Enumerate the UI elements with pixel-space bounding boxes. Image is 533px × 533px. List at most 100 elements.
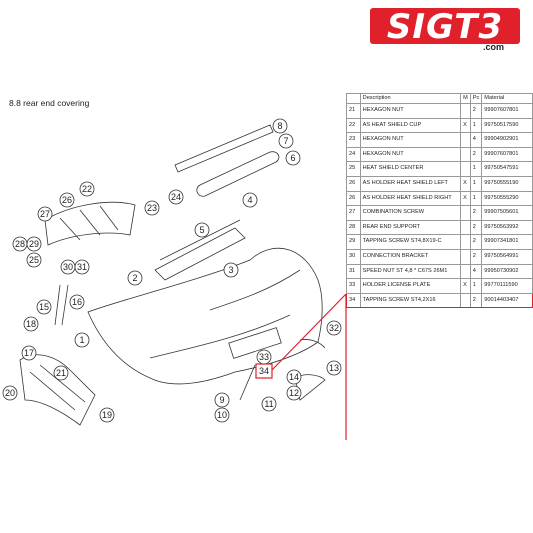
row-m: [460, 292, 471, 309]
callout-31[interactable]: [74, 259, 90, 275]
row-description: AS HEAT SHIELD CUP: [359, 117, 462, 134]
callout-9[interactable]: [214, 392, 230, 408]
callout-label-23: 23: [147, 203, 157, 213]
callout-label-4: 4: [247, 195, 252, 205]
col-pc: Pc: [469, 93, 483, 104]
callout-29[interactable]: [26, 236, 42, 252]
row-m: X: [460, 278, 471, 294]
row-description: HEXAGON NUT: [359, 103, 462, 119]
callout-12[interactable]: [286, 385, 302, 401]
callout-5[interactable]: [194, 222, 210, 238]
row-m: X: [460, 175, 471, 192]
callout-6[interactable]: [285, 150, 301, 166]
brand-logo: SIGT3: [370, 7, 520, 58]
callout-label-20: 20: [5, 388, 15, 398]
callout-label-25: 25: [29, 255, 39, 265]
callout-3[interactable]: [223, 262, 239, 278]
callout-16[interactable]: [69, 294, 85, 310]
col-m: M: [460, 93, 471, 104]
callout-label-26: 26: [62, 195, 72, 205]
callout-20[interactable]: [2, 385, 18, 401]
row-m: [460, 219, 471, 236]
col-material: Material: [481, 93, 533, 104]
license-recess: [228, 327, 282, 359]
row-description: REAR END SUPPORT: [359, 219, 462, 236]
row-material: 99950730902: [481, 263, 533, 280]
callout-7[interactable]: [278, 133, 294, 149]
exploded-parts-diagram: 1 2 3 4 5 6 7 8 9 10 11 12 13 14 15 16 1…: [2, 118, 342, 426]
callout-27[interactable]: [37, 206, 53, 222]
row-description: COMBINATION SCREW: [359, 205, 462, 221]
heat-shield: [44, 201, 136, 246]
callout-1[interactable]: [74, 332, 90, 348]
row-description: HEAT SHIELD CENTER: [359, 161, 462, 177]
callout-22[interactable]: [79, 181, 95, 197]
row-material: 99904902901: [481, 132, 533, 148]
callout-label-2: 2: [132, 273, 137, 283]
row-description: SPEED NUT ST 4,8 * C67S 26M1: [359, 263, 462, 280]
callout-34-highlight[interactable]: [255, 363, 273, 379]
callout-21[interactable]: [53, 365, 69, 381]
row-pc: 2: [469, 219, 483, 236]
logo-domain: .com: [483, 42, 505, 52]
row-pos: 21: [346, 103, 361, 119]
callout-label-13: 13: [329, 363, 339, 373]
callout-label-1: 1: [79, 335, 84, 345]
table-header-row: Description M Pc Material: [346, 93, 533, 104]
callout-label-14: 14: [289, 372, 299, 382]
callout-2[interactable]: [127, 270, 143, 286]
callout-18[interactable]: [23, 316, 39, 332]
row-pos: 22: [346, 117, 361, 134]
row-pc: 2: [469, 234, 483, 250]
callout-label-31: 31: [77, 262, 87, 272]
row-m: [460, 146, 471, 163]
row-pc: 1: [469, 278, 483, 294]
section-title: 8.8 rear end covering: [9, 98, 90, 108]
callout-10[interactable]: [214, 407, 230, 423]
callout-8[interactable]: [272, 118, 288, 134]
callout-label-30: 30: [63, 262, 73, 272]
callout-11[interactable]: [261, 396, 277, 412]
row-pc: 2: [469, 248, 483, 265]
callout-19[interactable]: [99, 407, 115, 423]
callout-label-22: 22: [82, 184, 92, 194]
callout-label-32: 32: [329, 323, 339, 333]
callout-15[interactable]: [36, 299, 52, 315]
callout-label-16: 16: [72, 297, 82, 307]
row-material: 99907505601: [481, 205, 533, 221]
row-description: HEXAGON NUT: [359, 132, 462, 148]
callout-26[interactable]: [59, 192, 75, 208]
callout-25[interactable]: [26, 252, 42, 268]
side-bracket-ribs: [29, 364, 86, 411]
callout-label-29: 29: [29, 239, 39, 249]
callout-label-11: 11: [264, 399, 273, 409]
callout-23[interactable]: [144, 200, 160, 216]
row-material: 99750563992: [481, 219, 533, 236]
holder-strap: [54, 284, 69, 326]
row-material: 99907607801: [481, 146, 533, 163]
callout-label-3: 3: [228, 265, 233, 275]
row-m: [460, 248, 471, 265]
row-pc: 4: [469, 132, 483, 148]
callout-24[interactable]: [168, 189, 184, 205]
row-pos: 26: [346, 175, 361, 192]
callout-17[interactable]: [21, 345, 37, 361]
row-material: 99750547591: [481, 161, 533, 177]
col-pos: [346, 93, 361, 104]
callout-4[interactable]: [242, 192, 258, 208]
support-bracket: [154, 227, 246, 281]
